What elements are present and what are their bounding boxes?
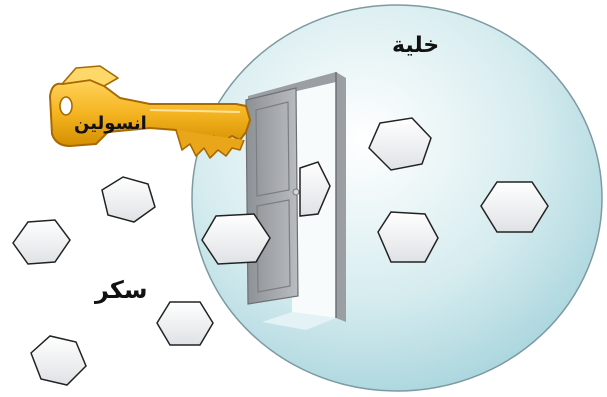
sugar-label: سكر (95, 276, 148, 304)
cell-label: خلية (392, 33, 439, 58)
sugar-hexagon (202, 214, 270, 264)
sugar-hexagon (102, 177, 155, 222)
sugar-hexagon (157, 302, 213, 345)
insulin-label: انسولين (74, 113, 147, 134)
open-door-icon (246, 72, 346, 330)
sugar-hexagon (13, 220, 70, 264)
sugar-hexagon (31, 336, 86, 385)
key-icon (50, 66, 250, 158)
